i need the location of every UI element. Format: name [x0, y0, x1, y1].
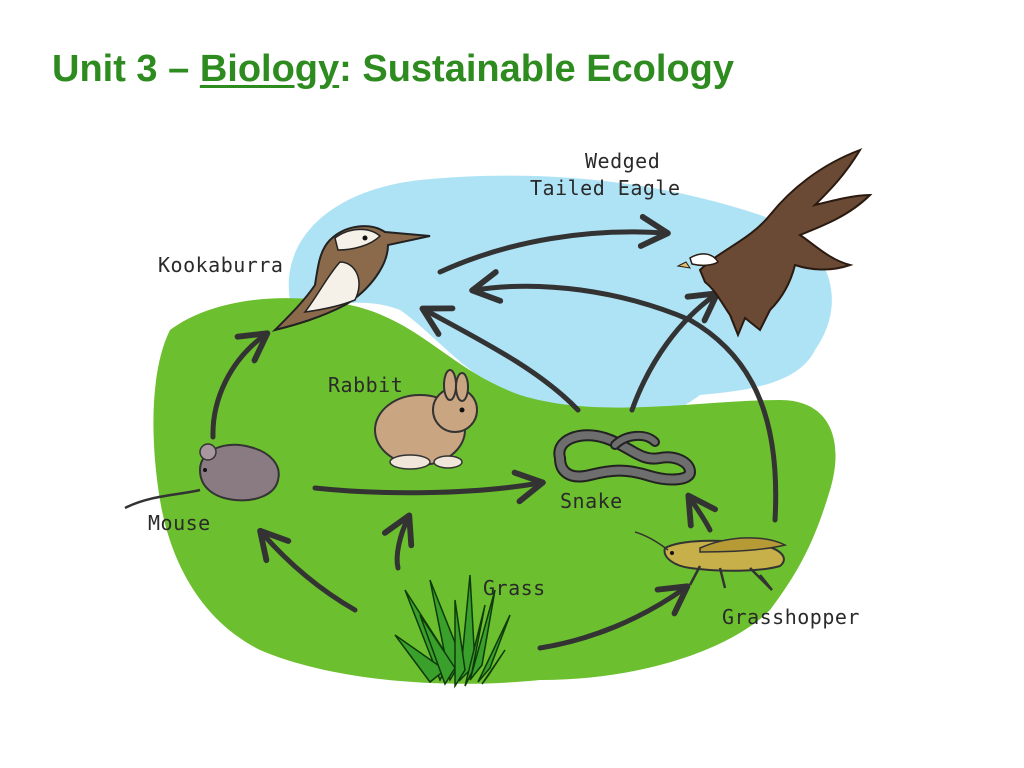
eagle-label-line1: Wedged	[585, 149, 660, 173]
arrow-mouse-to-kookaburra	[210, 330, 271, 440]
arrow-mouse-to-snake	[312, 469, 546, 505]
rabbit-icon	[374, 369, 478, 470]
grasshopper-label: Grasshopper	[722, 605, 860, 629]
arrow-snake-to-eagle	[629, 290, 721, 413]
grass-label: Grass	[483, 576, 546, 600]
kookaburra-label: Kookaburra	[158, 253, 283, 277]
kookaburra-icon	[271, 225, 431, 332]
mouse-label: Mouse	[148, 511, 211, 535]
feeding-arrows	[210, 213, 779, 651]
arrow-kookaburra-to-eagle	[437, 213, 671, 275]
title-prefix: Unit 3 –	[52, 48, 200, 90]
mouse-icon	[124, 443, 280, 510]
arrow-grasshopper-to-snake	[685, 492, 718, 533]
rabbit-label: Rabbit	[328, 373, 403, 397]
eagle-icon	[676, 148, 873, 338]
title-subject: Biology	[199, 48, 340, 90]
eagle-label-line2: Tailed Eagle	[530, 176, 681, 200]
grass-icon	[394, 574, 511, 689]
arrow-grass-to-rabbit	[381, 512, 415, 571]
title-suffix: : Sustainable Ecology	[339, 48, 735, 90]
arrow-snake-to-kookaburra	[419, 305, 581, 413]
snake-icon	[553, 429, 697, 486]
snake-label: Snake	[560, 489, 623, 513]
slide-title: Unit 3 – Biology: Sustainable Ecology	[52, 44, 734, 94]
arrow-grass-to-mouse	[257, 527, 358, 613]
arrow-grass-to-grasshopper	[537, 583, 691, 651]
grasshopper-icon	[634, 531, 788, 591]
